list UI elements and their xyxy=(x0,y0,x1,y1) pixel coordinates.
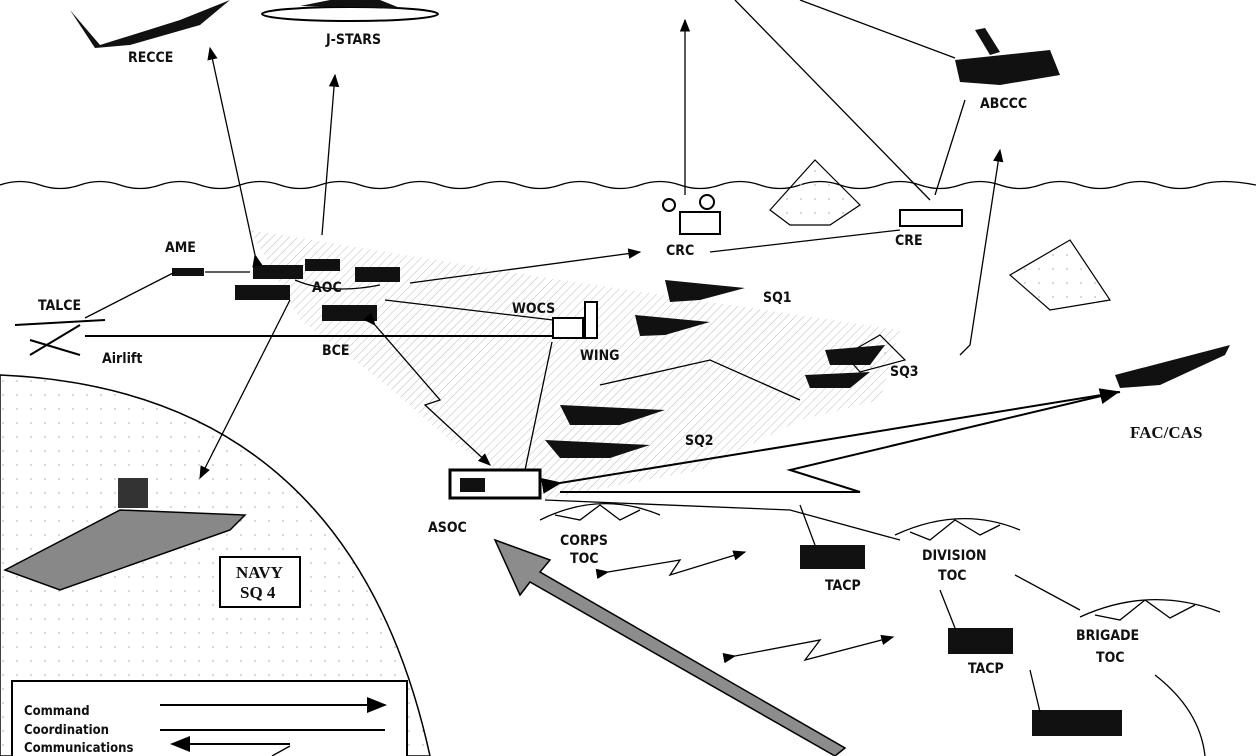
talce-aircraft-icon xyxy=(14,319,106,356)
label-abccc: ABCCC xyxy=(980,96,1027,112)
label-sq1: SQ1 xyxy=(763,290,792,306)
label-corps-toc-2: TOC xyxy=(570,551,599,567)
label-fac-cas: FAC/CAS xyxy=(1130,423,1202,442)
sq3-aircraft-icon xyxy=(805,345,885,388)
corps-toc-icon xyxy=(539,503,661,521)
legend-coordination: Coordination xyxy=(24,723,109,738)
abccc-aircraft-icon xyxy=(955,28,1060,85)
label-navy: NAVY xyxy=(236,563,283,582)
label-crc: CRC xyxy=(666,243,694,259)
label-jstars: J-STARS xyxy=(325,32,381,48)
label-cre: CRE xyxy=(895,233,923,249)
crc-radar-icon xyxy=(662,194,721,235)
big-arrow xyxy=(493,538,847,756)
label-recce: RECCE xyxy=(128,50,173,66)
label-talce: TALCE xyxy=(38,298,81,314)
label-corps-toc: CORPS xyxy=(560,533,608,549)
label-brigade-toc-2: TOC xyxy=(1096,650,1125,666)
label-division-toc: DIVISION xyxy=(922,548,987,564)
navy-box xyxy=(219,556,301,608)
operations-area xyxy=(250,230,900,500)
legend-communications: Communications xyxy=(24,741,133,756)
label-bce: BCE xyxy=(322,343,349,359)
wing-building-icon xyxy=(552,301,598,339)
jstars-aircraft-icon xyxy=(261,0,439,22)
brigade-toc-icon xyxy=(1079,598,1221,621)
division-toc-icon xyxy=(894,518,1021,541)
tacp-vehicle-icon-2 xyxy=(948,628,1013,654)
legend: Command Coordination Communications xyxy=(11,680,408,756)
label-wing: WING xyxy=(580,348,619,364)
aoc-vehicles-icon xyxy=(235,259,400,321)
label-sq2: SQ2 xyxy=(685,433,714,449)
label-asoc: ASOC xyxy=(428,520,467,536)
navy-region xyxy=(0,374,431,756)
label-ame: AME xyxy=(165,240,196,256)
ame-vehicle-icon xyxy=(172,268,204,276)
label-aoc: AOC xyxy=(312,280,342,296)
label-brigade-toc: BRIGADE xyxy=(1076,628,1139,644)
legend-command: Command xyxy=(24,704,90,719)
tacp-vehicle-icon-3 xyxy=(1032,710,1122,736)
label-navy-sq4: SQ 4 xyxy=(240,583,276,602)
label-sq3: SQ3 xyxy=(890,364,919,380)
label-tacp: TACP xyxy=(825,578,861,594)
asoc-vehicle-icon xyxy=(448,468,542,500)
recce-aircraft-icon xyxy=(70,0,230,48)
connection-lines xyxy=(84,0,1206,756)
horizon-line xyxy=(0,180,1256,190)
sq2-aircraft-icon xyxy=(545,405,665,458)
cre-radar-icon xyxy=(899,209,963,227)
sq1b-aircraft-icon xyxy=(635,315,710,336)
label-airlift: Airlift xyxy=(102,351,142,367)
label-wocs: WOCS xyxy=(512,301,555,317)
label-tacp-2: TACP xyxy=(968,661,1004,677)
fac-cas-aircraft-icon xyxy=(1115,345,1230,388)
carrier-ship-icon xyxy=(3,478,247,591)
label-division-toc-2: TOC xyxy=(938,568,967,584)
tacp-vehicle-icon xyxy=(800,545,865,569)
sq1-aircraft-icon xyxy=(665,280,745,302)
